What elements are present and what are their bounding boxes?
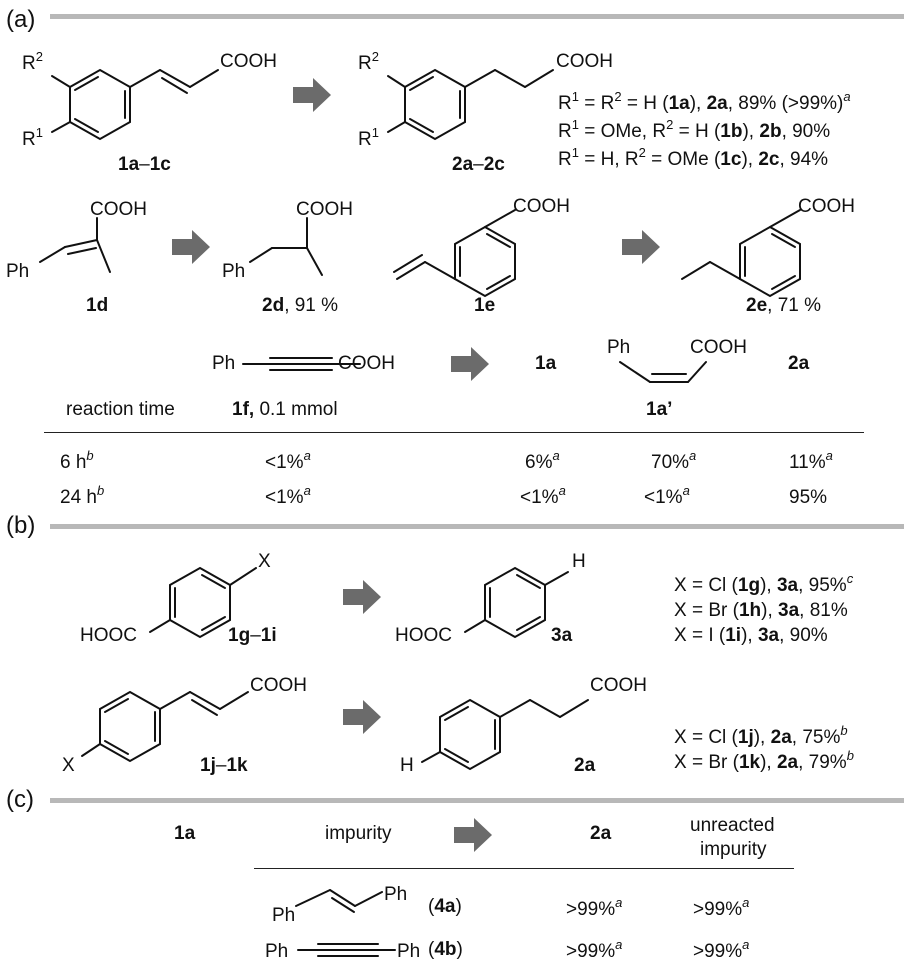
compound-label-1a-prime: 1a’ xyxy=(646,399,673,420)
table-header-reaction-time: reaction time xyxy=(66,399,175,420)
phenyl-label: Ph xyxy=(212,353,236,374)
table-cell: >99%a xyxy=(693,937,750,962)
section-rule-c xyxy=(50,798,904,803)
column-header-impurity-2: impurity xyxy=(700,839,767,860)
compound-label-1a-1c: 1a–1c xyxy=(118,154,171,175)
r2-substituent: R2 xyxy=(22,49,43,74)
phenyl-label: Ph xyxy=(265,941,289,962)
phenyl-label: Ph xyxy=(272,905,296,926)
compound-label-2a: 2a xyxy=(574,755,596,776)
table-cell: >99%a xyxy=(566,937,623,962)
result-line: R1 = OMe, R2 = H (1b), 2b, 90% xyxy=(558,117,831,142)
result-line: R1 = R2 = H (1a), 2a, 89% (>99%)a xyxy=(558,89,851,114)
section-rule-a xyxy=(50,14,904,19)
column-header-impurity: impurity xyxy=(325,823,392,844)
h-substituent: H xyxy=(400,755,414,776)
reaction-arrow-icon xyxy=(451,347,489,381)
cooh-group: COOH xyxy=(798,196,855,217)
panel-label-a: (a) xyxy=(6,6,36,33)
section-rule-b xyxy=(50,524,904,529)
r1-substituent: R1 xyxy=(358,125,379,150)
table-cell: >99%a xyxy=(693,895,750,920)
hooc-group: HOOC xyxy=(80,625,137,646)
table-cell: 6%a xyxy=(525,448,560,473)
x-substituent: X xyxy=(258,551,271,572)
phenyl-label: Ph xyxy=(397,941,421,962)
cooh-group: COOH xyxy=(90,199,147,220)
reaction-arrow-icon xyxy=(622,230,660,264)
table-cell: >99%a xyxy=(566,895,623,920)
compound-label-3a: 3a xyxy=(551,625,573,646)
cooh-group: COOH xyxy=(513,196,570,217)
table-cell: <1%a xyxy=(520,483,566,508)
phenyl-label: Ph xyxy=(384,884,408,905)
table-cell-time: 24 hb xyxy=(60,483,105,508)
table-cell: <1%a xyxy=(644,483,690,508)
result-line: X = Cl (1g), 3a, 95%c xyxy=(674,571,854,596)
x-substituent: X xyxy=(62,755,75,776)
reaction-arrow-icon xyxy=(343,580,381,614)
phenyl-label: Ph xyxy=(222,261,246,282)
product-label-2a: 2a xyxy=(788,353,810,374)
r2-substituent: R2 xyxy=(358,49,379,74)
reaction-arrow-icon xyxy=(454,818,492,852)
r1-substituent: R1 xyxy=(22,125,43,150)
compound-label-1f: 1f, 0.1 mmol xyxy=(232,399,338,420)
cooh-group: COOH xyxy=(590,675,647,696)
phenyl-label: Ph xyxy=(6,261,30,282)
compound-label-2e: 2e, 71 % xyxy=(746,295,822,316)
panel-label-c: (c) xyxy=(6,786,34,813)
reaction-arrow-icon xyxy=(293,78,331,112)
cooh-group: COOH xyxy=(690,337,747,358)
cooh-group: COOH xyxy=(338,353,395,374)
compound-label-2d: 2d, 91 % xyxy=(262,295,339,316)
column-header-1a: 1a xyxy=(174,823,196,844)
table-cell: <1%a xyxy=(265,483,311,508)
table-cell: 95% xyxy=(789,487,828,508)
table-cell: 70%a xyxy=(651,448,697,473)
compound-label-1d: 1d xyxy=(86,295,109,316)
column-header-unreacted: unreacted xyxy=(690,815,775,836)
compound-label-2a-2c: 2a–2c xyxy=(452,154,505,175)
table-cell-time: 6 hb xyxy=(60,448,94,473)
compound-label-4a: (4a) xyxy=(428,896,462,917)
compound-label-4b: (4b) xyxy=(428,939,463,960)
result-line: X = I (1i), 3a, 90% xyxy=(674,625,828,646)
result-line: X = Br (1k), 2a, 79%b xyxy=(674,748,854,773)
panel-label-b: (b) xyxy=(6,512,36,539)
compound-label-1g-1i: 1g–1i xyxy=(228,625,277,646)
cooh-group: COOH xyxy=(220,51,277,72)
table-divider xyxy=(44,432,864,433)
result-line: R1 = H, R2 = OMe (1c), 2c, 94% xyxy=(558,145,829,170)
product-label-1a: 1a xyxy=(535,353,557,374)
hooc-group: HOOC xyxy=(395,625,452,646)
cooh-group: COOH xyxy=(250,675,307,696)
phenyl-label: Ph xyxy=(607,337,631,358)
table-cell: <1%a xyxy=(265,448,311,473)
cooh-group: COOH xyxy=(296,199,353,220)
reaction-arrow-icon xyxy=(172,230,210,264)
column-header-2a: 2a xyxy=(590,823,612,844)
h-substituent: H xyxy=(572,551,586,572)
reaction-arrow-icon xyxy=(343,700,381,734)
result-line: X = Br (1h), 3a, 81% xyxy=(674,600,848,621)
compound-label-1j-1k: 1j–1k xyxy=(200,755,248,776)
cooh-group: COOH xyxy=(556,51,613,72)
compound-label-1e: 1e xyxy=(474,295,496,316)
table-divider xyxy=(254,868,794,869)
result-line: X = Cl (1j), 2a, 75%b xyxy=(674,723,848,748)
table-cell: 11%a xyxy=(789,448,833,473)
